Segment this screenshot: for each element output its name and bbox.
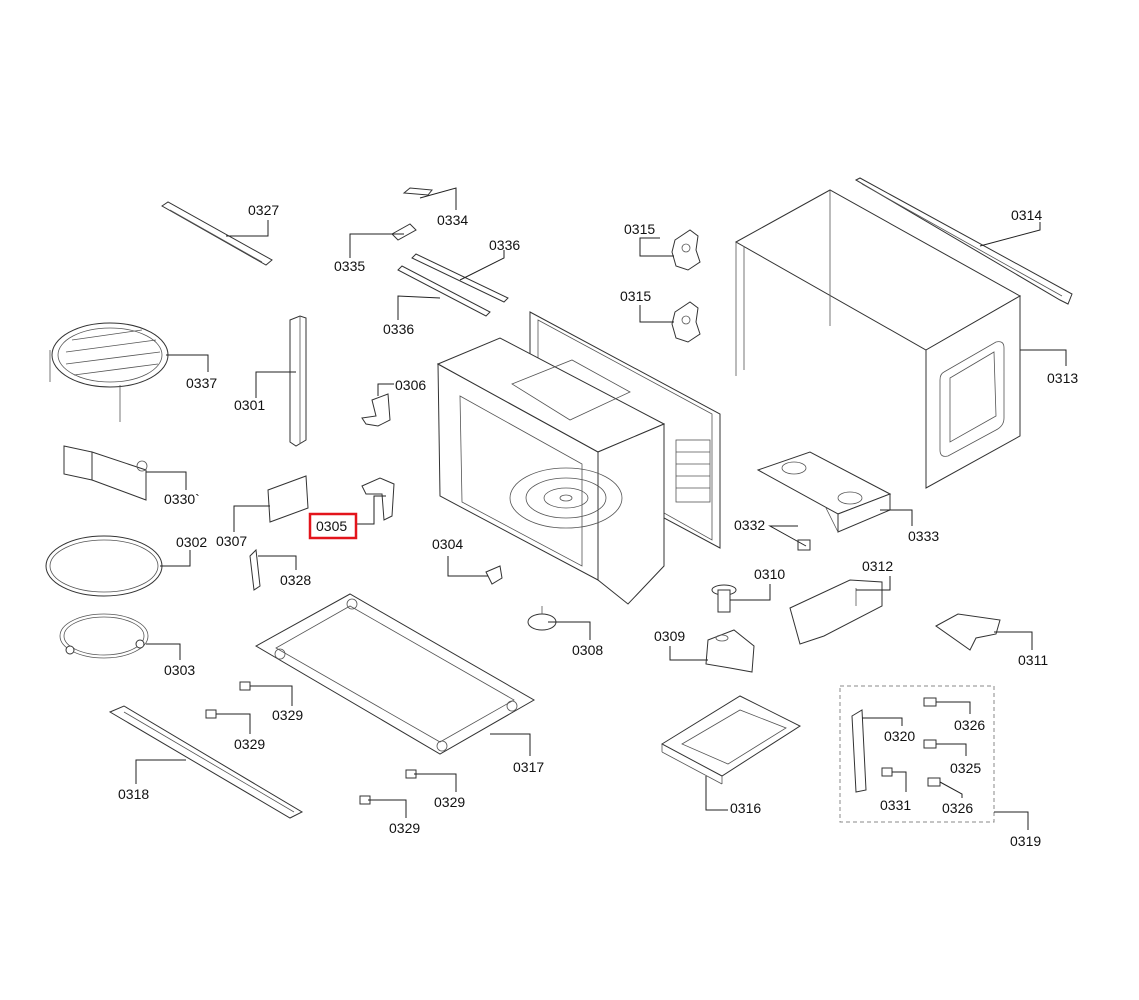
part-0313-outer-case [734, 189, 1022, 489]
label-0330[interactable]: 0330` [164, 491, 200, 507]
label-0333[interactable]: 0333 [908, 528, 939, 544]
part-0329-foot-b [205, 709, 217, 719]
part-0302-turntable-plate [45, 535, 163, 597]
label-0306[interactable]: 0306 [395, 377, 426, 393]
label-0311[interactable]: 0311 [1018, 652, 1048, 668]
part-0336-rods [397, 253, 509, 317]
part-0330-cover [63, 445, 148, 501]
highlight-box-0305 [308, 512, 358, 540]
label-0318[interactable]: 0318 [118, 786, 149, 802]
label-0315-upper[interactable]: 0315 [624, 221, 655, 237]
label-0317[interactable]: 0317 [513, 759, 544, 775]
part-0310-motor [711, 584, 737, 613]
label-0325[interactable]: 0325 [950, 760, 981, 776]
label-0312[interactable]: 0312 [862, 558, 893, 574]
part-0306-clip [361, 393, 391, 427]
part-0335-bracket [391, 223, 417, 241]
label-0329-b[interactable]: 0329 [234, 736, 265, 752]
part-0329-foot-a [239, 681, 251, 691]
label-0301[interactable]: 0301 [234, 397, 265, 413]
label-0316[interactable]: 0316 [730, 800, 761, 816]
part-0333-plate [756, 451, 892, 533]
label-0315-lower[interactable]: 0315 [620, 288, 651, 304]
label-0326-top[interactable]: 0326 [954, 717, 985, 733]
label-0304[interactable]: 0304 [432, 536, 463, 552]
label-0314[interactable]: 0314 [1011, 207, 1042, 223]
label-0329-c[interactable]: 0329 [434, 794, 465, 810]
part-0311-sheet [935, 613, 1001, 651]
label-0320[interactable]: 0320 [884, 728, 915, 744]
label-0334[interactable]: 0334 [437, 212, 468, 228]
part-0315-lower [671, 301, 701, 343]
label-0337[interactable]: 0337 [186, 375, 217, 391]
label-0329-a[interactable]: 0329 [272, 707, 303, 723]
label-0302[interactable]: 0302 [176, 534, 207, 550]
label-0319[interactable]: 0319 [1010, 833, 1041, 849]
label-0313[interactable]: 0313 [1047, 370, 1078, 386]
label-0308[interactable]: 0308 [572, 642, 603, 658]
part-0303-roller-ring [59, 613, 149, 659]
part-0314-strip [854, 177, 1073, 305]
part-0308-motor [527, 606, 557, 631]
part-0307-plate [267, 475, 309, 523]
part-0312-cover [789, 579, 883, 645]
label-0328[interactable]: 0328 [280, 572, 311, 588]
label-0331[interactable]: 0331 [880, 797, 911, 813]
label-0303[interactable]: 0303 [164, 662, 195, 678]
label-0307[interactable]: 0307 [216, 533, 247, 549]
label-0327[interactable]: 0327 [248, 202, 279, 218]
part-0305-clip [361, 477, 395, 521]
part-0317-base [254, 593, 536, 755]
part-0301-bracket [289, 315, 307, 447]
label-0326-bottom[interactable]: 0326 [942, 800, 973, 816]
label-0329-d[interactable]: 0329 [389, 820, 420, 836]
part-0334-bracket [402, 187, 433, 196]
label-0336-top[interactable]: 0336 [489, 237, 520, 253]
part-0316-tray [660, 695, 802, 785]
part-0318-rail [108, 705, 304, 819]
label-0309[interactable]: 0309 [654, 628, 685, 644]
label-0336-bottom[interactable]: 0336 [383, 321, 414, 337]
part-0337-grill-rack [49, 322, 169, 422]
part-0309-bracket [705, 629, 755, 673]
label-0332[interactable]: 0332 [734, 517, 765, 533]
part-0319-group [839, 685, 995, 823]
part-0304-pin [485, 565, 503, 585]
part-main-cavity [436, 311, 721, 605]
label-0305[interactable]: 0305 [316, 518, 347, 534]
leader-lines [135, 187, 1067, 830]
part-0328-bracket [249, 548, 261, 591]
part-0327-rail [161, 201, 273, 266]
part-0315-upper [671, 229, 701, 271]
label-0310[interactable]: 0310 [754, 566, 785, 582]
label-0335[interactable]: 0335 [334, 258, 365, 274]
